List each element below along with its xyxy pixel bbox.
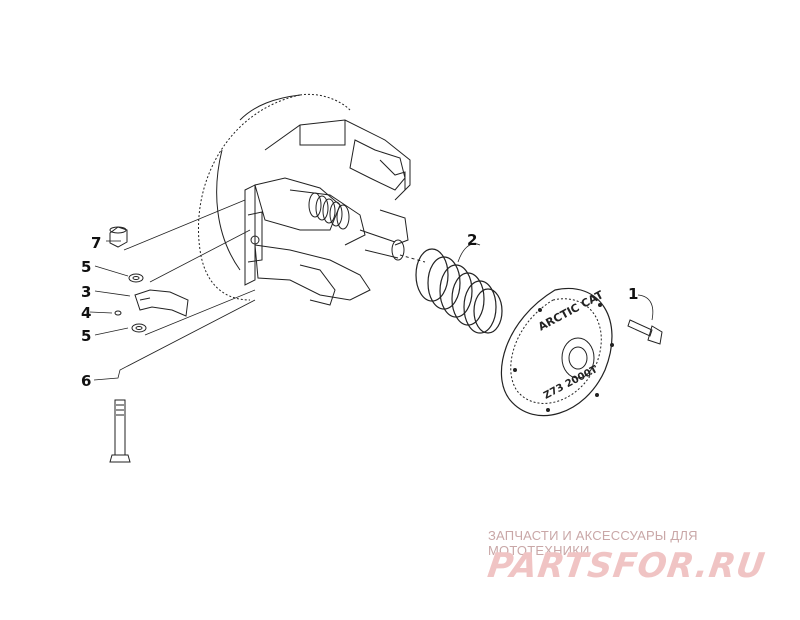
spring-axis-line xyxy=(399,254,426,263)
shaft-end xyxy=(391,239,405,261)
washer-upper xyxy=(128,273,144,283)
washer-lower xyxy=(131,323,147,333)
callout-2: 2 xyxy=(467,231,478,249)
housing-inner-rim xyxy=(216,149,241,271)
nut-part xyxy=(109,226,128,248)
callout-7: 7 xyxy=(91,234,102,252)
callout-5-upper: 5 xyxy=(81,258,92,276)
spider-top xyxy=(264,119,411,201)
housing-rim-left xyxy=(198,94,301,301)
bracket-inner xyxy=(247,211,263,263)
bushing-part xyxy=(114,310,122,316)
lower-cam xyxy=(299,264,336,306)
leader-5b-long xyxy=(144,289,256,336)
watermark-tagline: ЗАПЧАСТИ И АКСЕССУАРЫ ДЛЯ МОТОТЕХНИКИ xyxy=(488,528,698,558)
spider-top-block xyxy=(299,120,346,146)
clutch-assembly xyxy=(198,93,411,306)
leader-3 xyxy=(94,290,131,297)
leader-5b xyxy=(94,327,129,336)
housing-rim-top xyxy=(299,93,351,111)
leader-7-long xyxy=(123,199,246,251)
bolt-part xyxy=(627,319,663,345)
callout-4: 4 xyxy=(81,304,92,322)
leader-3-long xyxy=(149,229,251,283)
cover-plate xyxy=(500,287,614,417)
right-block xyxy=(379,209,409,246)
roller-arm-part xyxy=(134,289,189,317)
shaft xyxy=(359,229,399,259)
housing-upper-rim xyxy=(239,94,301,121)
callout-1: 1 xyxy=(628,285,639,303)
spider-center xyxy=(254,177,341,231)
spring-part xyxy=(415,248,503,334)
leader-4 xyxy=(89,311,113,314)
long-bolt-part xyxy=(109,399,131,463)
leader-2 xyxy=(457,243,481,263)
watermark-logo: PARTSFOR.RU xyxy=(485,546,768,586)
bracket-left xyxy=(244,184,256,286)
callout-5-lower: 5 xyxy=(81,327,92,345)
leader-1 xyxy=(637,294,654,321)
center-spring xyxy=(308,192,350,230)
leader-6 xyxy=(93,299,256,381)
callout-6: 6 xyxy=(81,372,92,390)
spider-arm-edge xyxy=(379,159,406,190)
spider-arm-right xyxy=(349,139,406,191)
spider-lower-arm xyxy=(254,244,371,301)
pivot-hole xyxy=(250,235,260,245)
leader-5a xyxy=(94,265,129,277)
leader-lines xyxy=(89,199,654,381)
callout-3: 3 xyxy=(81,283,92,301)
spider-roller-arm xyxy=(289,189,366,246)
